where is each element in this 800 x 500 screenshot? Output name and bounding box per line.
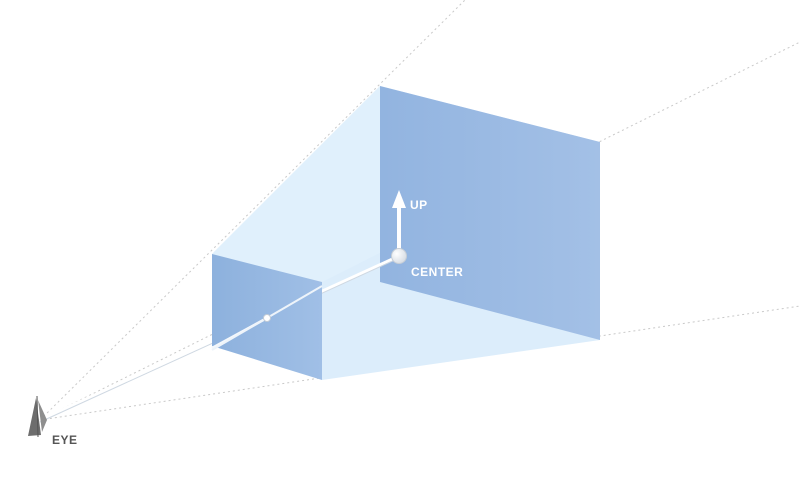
up-arrow-icon <box>392 190 406 250</box>
eye-sail-icon <box>28 395 47 438</box>
eye-label: EYE <box>52 433 78 447</box>
center-point-icon <box>391 248 407 264</box>
far-plane <box>380 86 600 340</box>
center-label: CENTER <box>411 265 463 279</box>
perspective-guides <box>39 0 800 421</box>
up-label: UP <box>410 198 428 212</box>
near-point-icon <box>263 314 271 322</box>
guide-line-right-top <box>39 41 800 421</box>
guide-line-right-bottom <box>39 305 800 421</box>
